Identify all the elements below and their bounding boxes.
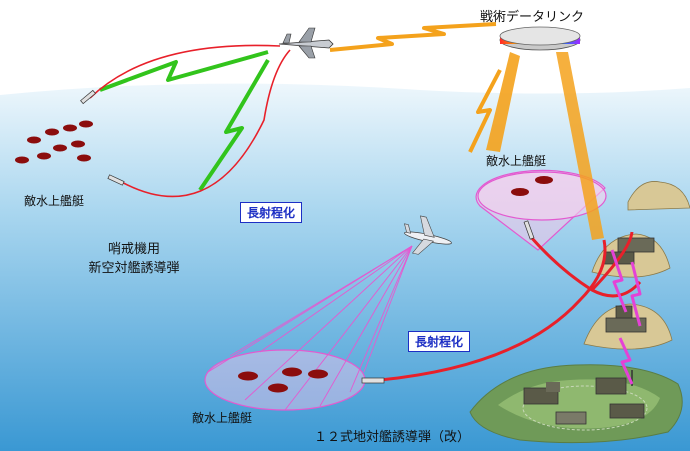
green-links [99, 50, 270, 192]
range-extension-badge-top: 長射程化 [240, 202, 303, 223]
patrol-aircraft [404, 215, 452, 255]
enemy-ships-right-label: 敵水上艦艇 [486, 154, 547, 168]
fighter-jet [278, 27, 334, 59]
enemy-ships-right [511, 176, 553, 196]
enemy-ships-left [15, 120, 93, 164]
new-missile-label-line2: 新空対艦誘導弾 [88, 261, 180, 276]
range-extension-badge-bottom: 長射程化 [408, 331, 471, 352]
datalink-beams [329, 22, 604, 240]
datalink-label: 戦術データリンク [480, 10, 585, 25]
magenta-links [610, 249, 642, 385]
new-missile-label-line1: 哨戒機用 [107, 242, 160, 257]
missiles [80, 89, 535, 384]
launcher-vehicles [523, 370, 645, 425]
ground-missile-label: １２式地対艦誘導弾（改） [314, 430, 471, 445]
missile-trajectories [89, 44, 642, 382]
enemy-ships-bottom [238, 367, 328, 393]
radar-footprint-right [477, 171, 607, 221]
enemy-ships-left-label: 敵水上艦艇 [24, 194, 85, 208]
datalink-node [499, 26, 581, 51]
enemy-ships-bottom-label: 敵水上艦艇 [192, 411, 253, 425]
